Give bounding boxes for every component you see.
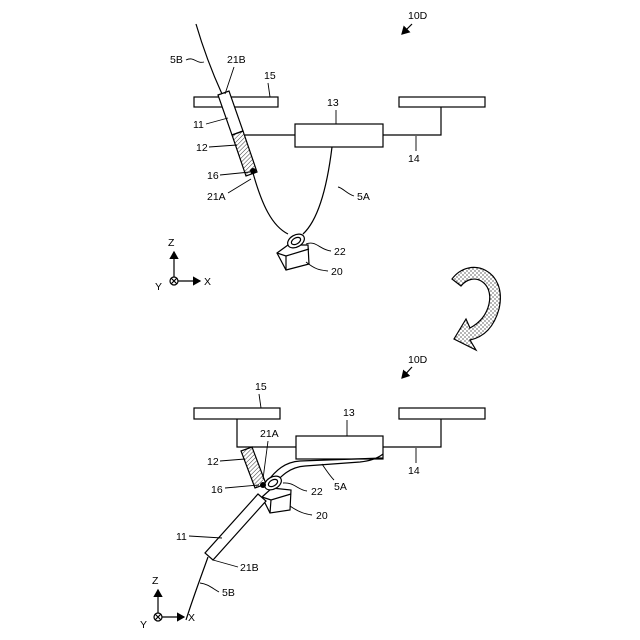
top-label-22: 22	[334, 246, 346, 258]
top-label-12: 12	[196, 142, 208, 154]
bottom-label-15: 15	[255, 381, 267, 393]
bottom-label-16: 16	[211, 484, 223, 496]
bottom-label-22: 22	[311, 486, 323, 498]
top-label-20: 20	[331, 266, 343, 278]
top-label-5b: 5B	[170, 54, 183, 66]
bottom-frame-right	[399, 408, 485, 419]
bottom-box-13	[296, 436, 383, 459]
top-leader-12	[209, 145, 237, 147]
bottom-rod-12	[241, 447, 266, 488]
top-leader-21a	[228, 179, 251, 193]
top-label-21a: 21A	[207, 191, 226, 203]
top-ref-arrow	[402, 24, 412, 34]
top-label-5a: 5A	[357, 191, 370, 203]
top-label-11: 11	[193, 119, 204, 131]
top-label-13: 13	[327, 97, 339, 109]
bottom-leader-11	[189, 536, 222, 538]
bottom-leader-5a	[322, 464, 334, 480]
bottom-label-20: 20	[316, 510, 328, 522]
top-axis-x-label: X	[204, 276, 211, 288]
bottom-label-11: 11	[176, 531, 187, 543]
top-view: 10D 5B 15 14 13 5A 21B 11	[155, 10, 485, 293]
top-block-20	[277, 245, 309, 270]
bottom-cable-5b	[186, 557, 208, 620]
bottom-ref-arrow	[402, 367, 412, 378]
top-figure-ref: 10D	[408, 10, 428, 22]
top-axes: Z X Y	[155, 237, 211, 293]
top-label-16: 16	[207, 170, 219, 182]
bottom-label-13: 13	[343, 407, 355, 419]
bottom-leader-20	[290, 506, 312, 515]
bottom-axes: Z X Y	[140, 575, 195, 631]
top-label-15: 15	[264, 70, 276, 82]
bottom-axis-y-label: Y	[140, 619, 147, 631]
bottom-leader-15	[259, 394, 261, 408]
bottom-leader-5b	[200, 583, 219, 592]
top-leader-5b	[186, 59, 204, 62]
bottom-label-12: 12	[207, 456, 219, 468]
top-axis-z-label: Z	[168, 237, 175, 249]
bottom-leader-12	[220, 459, 245, 461]
top-label-14: 14	[408, 153, 420, 165]
top-pin-16	[250, 168, 256, 174]
bottom-label-5a: 5A	[334, 481, 347, 493]
top-label-21b: 21B	[227, 54, 246, 66]
top-leader-21b	[225, 67, 234, 94]
bottom-pin-16	[260, 482, 266, 488]
top-frame-right	[399, 97, 485, 107]
top-hook-assembly	[277, 231, 309, 270]
top-leader-11	[206, 118, 228, 124]
bottom-block-20	[262, 488, 291, 513]
top-leader-5a	[338, 187, 354, 196]
top-frame-15	[194, 97, 278, 107]
top-axis-y-label: Y	[155, 281, 162, 293]
bottom-figure-ref: 10D	[408, 354, 428, 366]
bottom-axis-z-label: Z	[152, 575, 159, 587]
bottom-label-5b: 5B	[222, 587, 235, 599]
top-box-13	[295, 124, 383, 147]
bottom-axis-x-label: X	[188, 612, 195, 624]
bottom-label-21a: 21A	[260, 428, 279, 440]
top-cable-5b	[196, 24, 222, 94]
bottom-label-21b: 21B	[240, 562, 259, 574]
rotation-arrow	[452, 267, 500, 350]
bottom-leader-21b	[213, 560, 238, 567]
top-leader-22	[306, 243, 331, 251]
bottom-label-14: 14	[408, 465, 420, 477]
bottom-view: 10D 15 14 13 5A 12 21A 16	[140, 354, 485, 631]
top-cable-5a	[253, 147, 332, 234]
bottom-rod-11	[205, 494, 266, 560]
bottom-frame-15	[194, 408, 280, 419]
top-leader-15	[268, 83, 270, 97]
